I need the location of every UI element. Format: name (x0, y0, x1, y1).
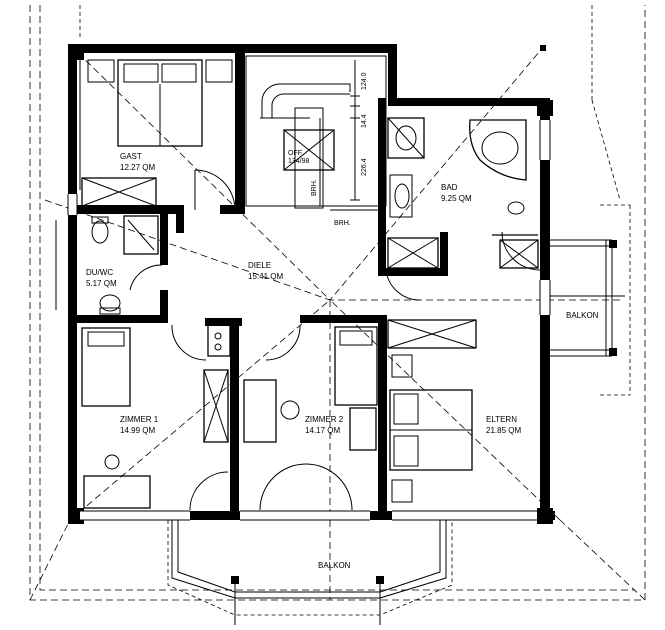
zimmer1-name: ZIMMER 1 (120, 415, 159, 424)
brh-label-1: BRH. (311, 179, 318, 196)
bad-fixtures (387, 117, 539, 269)
dimension-2: 14.4 (361, 114, 368, 128)
du-wc-area: 5.17 QM (86, 279, 117, 288)
brh-label-2: BRH. (334, 220, 351, 227)
zimmer2-area: 14.17 QM (305, 426, 340, 435)
gast-wardrobe (81, 177, 157, 207)
roof-outline (29, 5, 646, 601)
balkon-south (167, 520, 453, 625)
balkon-east (550, 204, 631, 396)
interior-walls (68, 98, 448, 518)
gast-bed (87, 59, 233, 147)
zimmer1-furniture (81, 319, 231, 509)
marker-square (540, 45, 546, 51)
zimmer2-name: ZIMMER 2 (305, 415, 344, 424)
gast-name: GAST (120, 152, 142, 161)
dimension-3: 226.4 (361, 158, 368, 176)
eltern-furniture (387, 319, 477, 503)
diele-name: DIELE (248, 261, 271, 270)
eltern-name: ELTERN (486, 415, 517, 424)
staircase (245, 55, 387, 211)
balkon-south-label: BALKON (318, 561, 351, 570)
exterior-walls (68, 44, 555, 524)
gast-area: 12.27 QM (120, 163, 155, 172)
du-wc-name: DU/WC (86, 268, 113, 277)
zimmer2-furniture (243, 326, 378, 451)
balkon-east-label: BALKON (566, 311, 599, 320)
room-labels: GAST 12.27 QM DIELE 15.41 QM DU/WC 5.17 … (86, 152, 599, 570)
annotation-labels: OFF 134/98 BRH. BRH. 124.0 14.4 226.4 (288, 72, 368, 227)
off-title: OFF (288, 150, 302, 157)
zimmer1-area: 14.99 QM (120, 426, 155, 435)
dimension-1: 124.0 (361, 72, 368, 90)
off-size: 134/98 (288, 158, 310, 165)
bad-name: BAD (441, 183, 458, 192)
du-wc-fixtures (91, 215, 159, 315)
bad-area: 9.25 QM (441, 194, 472, 203)
eltern-area: 21.85 QM (486, 426, 521, 435)
diele-area: 15.41 QM (248, 272, 283, 281)
